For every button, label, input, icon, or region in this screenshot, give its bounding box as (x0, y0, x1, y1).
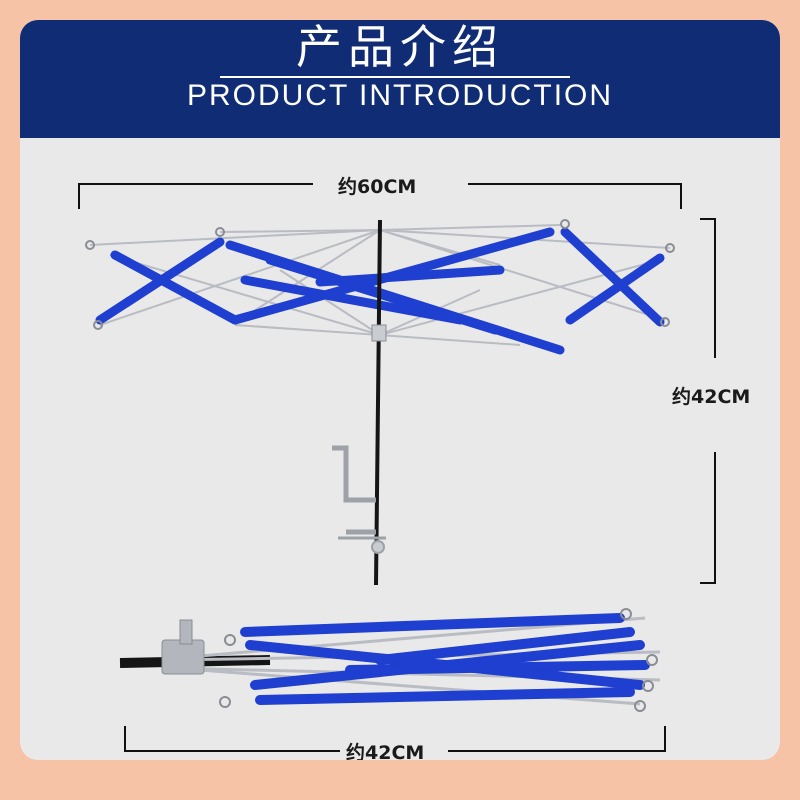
height-dimension-tick-bottom (700, 582, 716, 584)
folded-swift (119, 608, 661, 712)
folded-dimension-line-right (448, 750, 666, 752)
folded-dimension-line-left (124, 750, 340, 752)
title-divider (220, 76, 570, 78)
height-dimension-tick-top (700, 218, 716, 220)
folded-clamp (161, 619, 205, 675)
product-card: 产品介绍 PRODUCT INTRODUCTION 约60CM 约42CM 约4… (20, 20, 780, 760)
width-dimension-tick-left (78, 183, 80, 209)
header-banner: 产品介绍 PRODUCT INTRODUCTION (20, 20, 780, 138)
folded-dimension-tick-right (664, 726, 666, 752)
height-dimension-line-bottom (714, 452, 716, 584)
metal-spokes (89, 224, 671, 346)
title-chinese: 产品介绍 (296, 20, 504, 74)
folded-hooks (219, 608, 658, 712)
open-swift (85, 219, 675, 586)
title-english: PRODUCT INTRODUCTION (186, 79, 614, 112)
folded-ribbons (240, 613, 650, 705)
width-dimension-line-left (78, 183, 313, 185)
width-dimension-tick-right (680, 183, 682, 209)
tip-hooks (85, 219, 675, 330)
blue-ribbons (95, 227, 665, 355)
folded-label: 约42CM (346, 742, 425, 760)
product-illustration (85, 219, 675, 712)
width-dimension-line-right (468, 183, 682, 185)
height-label: 约42CM (672, 386, 751, 408)
height-dimension-line-top (714, 218, 716, 358)
center-pole (374, 219, 382, 586)
width-label: 约60CM (338, 176, 417, 198)
folded-dimension-tick-left (124, 726, 126, 752)
table-clamp (332, 445, 386, 554)
